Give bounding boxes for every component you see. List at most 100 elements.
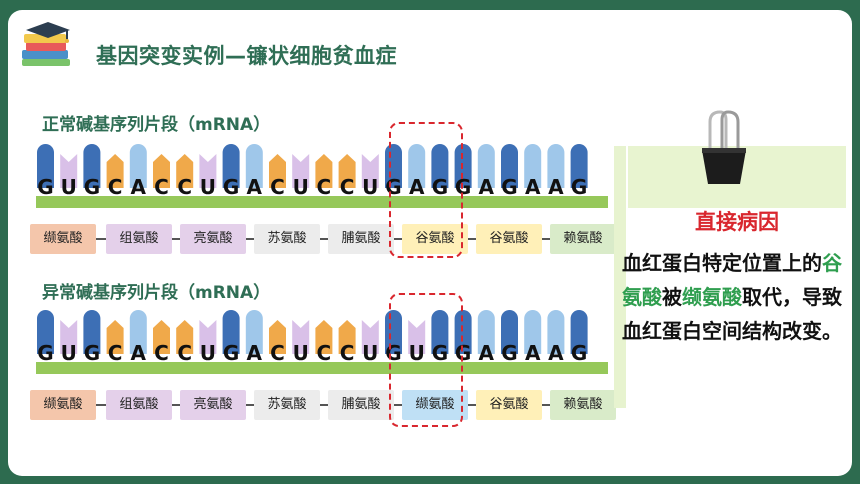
nucleotide-C: C	[338, 154, 356, 199]
base-letter: G	[223, 175, 239, 199]
amino-acid-box: 脯氨酸	[328, 224, 394, 254]
nucleotide-C: C	[338, 320, 356, 365]
base-letter: C	[154, 175, 169, 199]
nucleotide-U: U	[408, 320, 426, 365]
base-letter: C	[270, 175, 285, 199]
mutant-amino-acid-row: 缬氨酸组氨酸亮氨酸苏氨酸脯氨酸缬氨酸谷氨酸赖氨酸	[30, 390, 630, 420]
nucleotide-C: C	[269, 154, 286, 199]
nucleotide-G: G	[83, 144, 101, 199]
amino-acid-box: 赖氨酸	[550, 390, 616, 420]
base-letter: G	[223, 341, 239, 365]
peptide-bond-dash	[542, 238, 552, 240]
base-letter: A	[479, 175, 495, 199]
base-letter: C	[108, 175, 123, 199]
nucleotide-C: C	[315, 320, 333, 365]
base-letter: G	[84, 341, 100, 365]
base-letter: U	[293, 341, 309, 365]
cause-text-e: 取代，导致血红蛋白空间结构改变。	[622, 285, 842, 343]
nucleotide-C: C	[176, 320, 194, 365]
nucleotide-G: G	[501, 144, 518, 199]
nucleotide-A: A	[477, 310, 495, 365]
base-letter: U	[61, 175, 77, 199]
nucleotide-U: U	[292, 320, 310, 365]
cause-text-c: 被	[662, 285, 682, 309]
base-letter: A	[131, 175, 147, 199]
nucleotide-A: A	[408, 144, 426, 199]
nucleotide-C: C	[106, 320, 124, 365]
nucleotide-G: G	[431, 144, 449, 199]
amino-acid-box: 组氨酸	[106, 390, 172, 420]
mutant-codon-highlight	[389, 293, 463, 427]
nucleotide-G: G	[454, 144, 472, 199]
nucleotide-G: G	[37, 310, 54, 365]
base-letter: C	[340, 175, 355, 199]
normal-sequence-label: 正常碱基序列片段（mRNA）	[42, 115, 271, 135]
nucleotide-A: A	[547, 310, 565, 365]
nucleotide-A: A	[245, 310, 263, 365]
peptide-bond-dash	[320, 238, 330, 240]
backbone-band	[36, 362, 608, 374]
nucleotide-A: A	[477, 144, 495, 199]
cause-text-glutamate: 谷氨酸	[622, 251, 842, 309]
peptide-bond-dash	[394, 404, 404, 406]
nucleotide-G: G	[431, 310, 449, 365]
nucleotide-U: U	[292, 154, 310, 199]
base-letter: U	[362, 175, 378, 199]
peptide-bond-dash	[320, 404, 330, 406]
base-letter: C	[270, 341, 285, 365]
nucleotide-C: C	[315, 154, 333, 199]
nucleotide-A: A	[524, 310, 542, 365]
nucleotide-G: G	[570, 310, 588, 365]
nucleotide-U: U	[361, 320, 379, 365]
nucleotide-C: C	[176, 154, 194, 199]
nucleotide-U: U	[199, 320, 217, 365]
nucleotide-G: G	[454, 310, 472, 365]
page-title: 基因突变实例—镰状细胞贫血症	[96, 44, 397, 68]
base-letter: G	[571, 175, 587, 199]
base-letter: G	[455, 341, 471, 365]
nucleotide-A: A	[547, 144, 565, 199]
cause-text-a: 血红蛋白特定位置上的	[622, 251, 822, 275]
base-letter: G	[501, 341, 517, 365]
base-letter: A	[548, 341, 564, 365]
amino-acid-box: 谷氨酸	[476, 224, 542, 254]
nucleotide-C: C	[153, 320, 170, 365]
nucleotide-G: G	[83, 310, 101, 365]
nucleotide-C: C	[269, 320, 286, 365]
nucleotide-U: U	[60, 154, 78, 199]
peptide-bond-dash	[96, 238, 106, 240]
backbone-band	[36, 196, 608, 208]
nucleotide-G: G	[501, 310, 518, 365]
base-letter: G	[455, 175, 471, 199]
base-letter: A	[479, 341, 495, 365]
base-letter: C	[317, 341, 332, 365]
amino-acid-box: 亮氨酸	[180, 224, 246, 254]
base-letter: G	[501, 175, 517, 199]
peptide-bond-dash	[394, 238, 404, 240]
base-letter: C	[108, 341, 123, 365]
base-letter: G	[571, 341, 587, 365]
amino-acid-box: 苏氨酸	[254, 390, 320, 420]
peptide-bond-dash	[542, 404, 552, 406]
binder-clip-icon	[702, 110, 746, 184]
peptide-bond-dash	[172, 404, 182, 406]
nucleotide-A: A	[129, 310, 147, 365]
nucleotide-U: U	[60, 320, 78, 365]
amino-acid-box: 缬氨酸	[402, 390, 468, 420]
base-letter: C	[177, 175, 192, 199]
amino-acid-box: 缬氨酸	[30, 390, 96, 420]
peptide-bond-dash	[246, 404, 256, 406]
nucleotide-G: G	[222, 144, 240, 199]
normal-amino-acid-row: 缬氨酸组氨酸亮氨酸苏氨酸脯氨酸谷氨酸谷氨酸赖氨酸	[30, 224, 630, 254]
nucleotide-A: A	[129, 144, 147, 199]
base-letter: G	[84, 175, 100, 199]
base-letter: C	[154, 341, 169, 365]
cause-description: 血红蛋白特定位置上的谷氨酸被缬氨酸取代，导致血红蛋白空间结构改变。	[622, 246, 852, 348]
nucleotide-U: U	[199, 154, 217, 199]
nucleotide-G: G	[222, 310, 240, 365]
books-logo-icon	[22, 22, 70, 66]
nucleotide-G: G	[570, 144, 588, 199]
